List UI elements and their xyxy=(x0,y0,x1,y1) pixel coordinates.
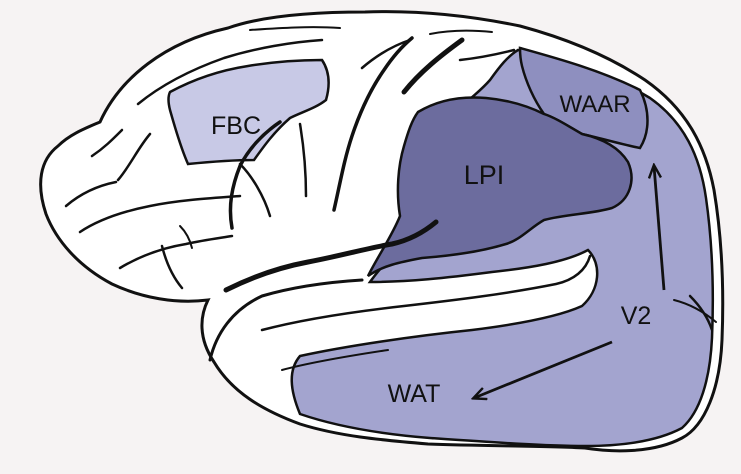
wat-label: WAT xyxy=(388,380,441,408)
waar-label: WAAR xyxy=(559,91,630,118)
fbc-label: FBC xyxy=(211,112,261,140)
v2-label: V2 xyxy=(621,302,652,330)
lpi-label: LPI xyxy=(464,160,505,190)
